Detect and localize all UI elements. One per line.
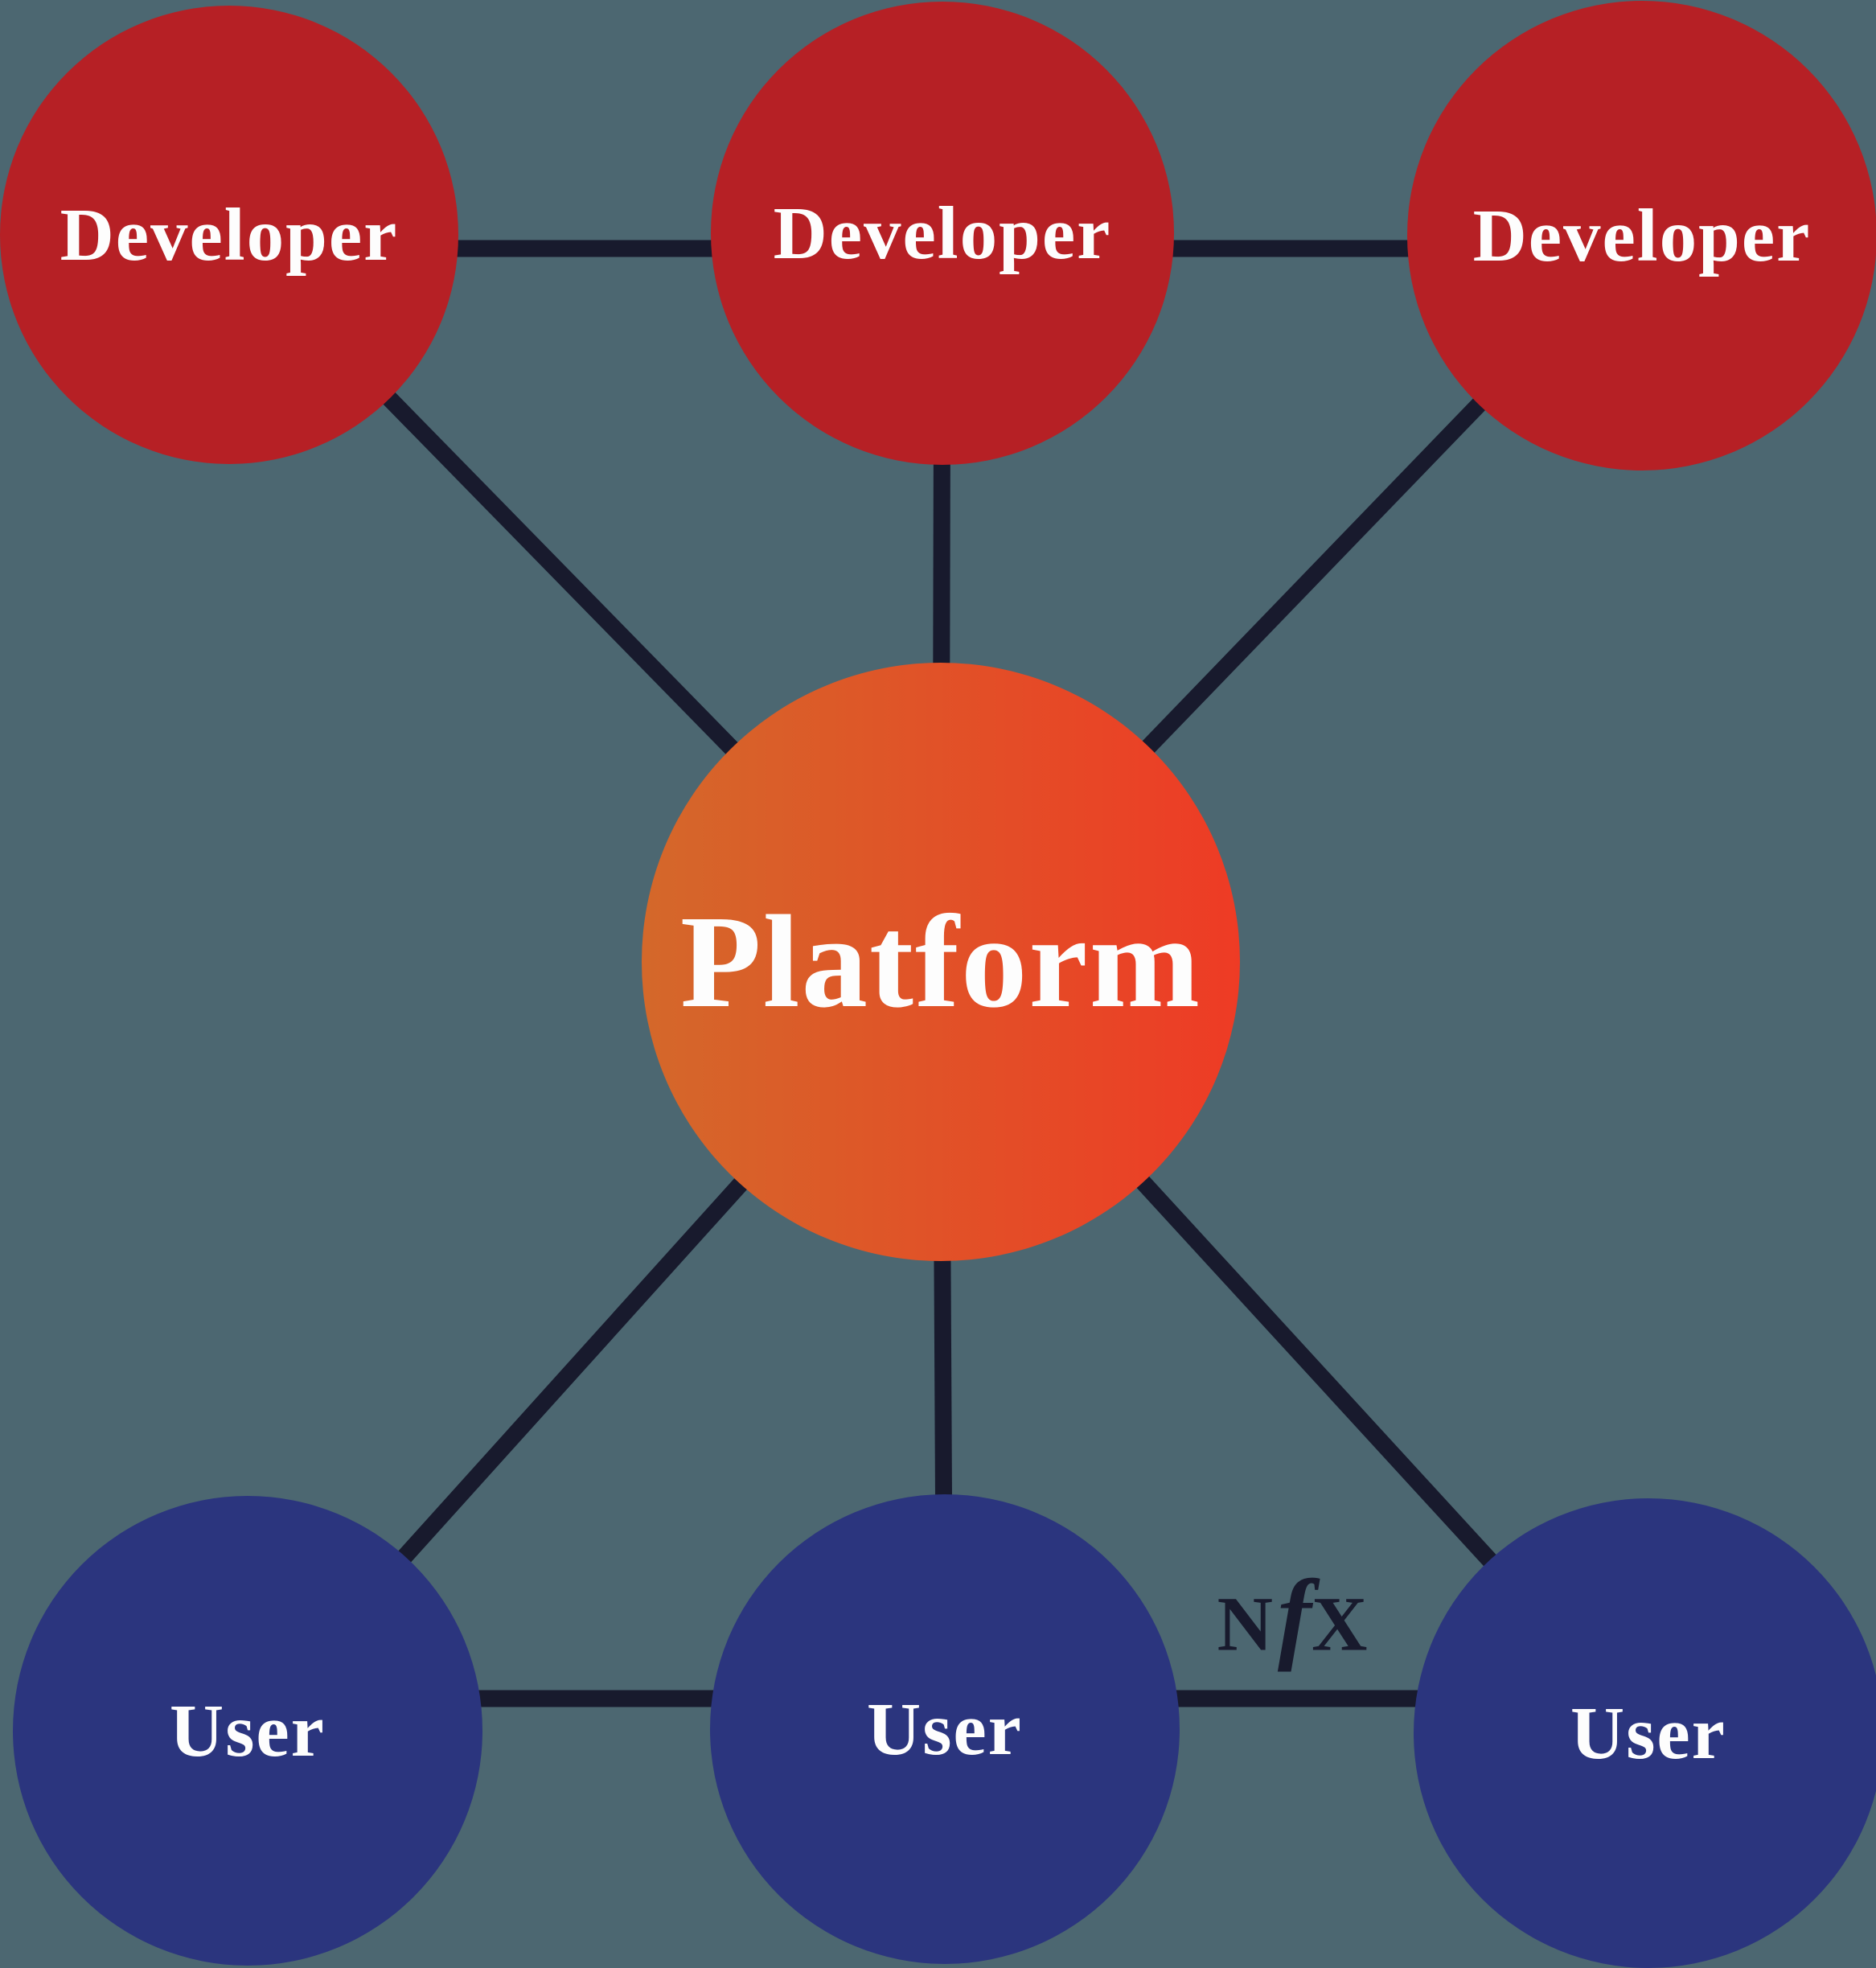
logo-letter-x: X: [1312, 1580, 1373, 1667]
logo-letter-f: f: [1277, 1559, 1312, 1673]
node-developer-1: Developer: [0, 6, 458, 464]
node-label-user-2: User: [867, 1687, 1023, 1771]
nfx-logo: NfX: [1217, 1565, 1373, 1668]
node-user-2: User: [710, 1494, 1180, 1964]
node-label-user-3: User: [1570, 1691, 1726, 1775]
node-label-user-1: User: [170, 1689, 326, 1773]
logo-letter-n: N: [1217, 1580, 1278, 1667]
node-user-1: User: [13, 1496, 482, 1966]
node-developer-3: Developer: [1407, 1, 1876, 470]
node-label-platform: Platform: [679, 888, 1202, 1035]
node-user-3: User: [1414, 1498, 1876, 1968]
node-label-developer-1: Developer: [60, 193, 399, 277]
node-label-developer-3: Developer: [1472, 194, 1812, 277]
node-label-developer-2: Developer: [773, 191, 1112, 275]
node-platform: Platform: [642, 663, 1240, 1261]
node-developer-2: Developer: [711, 2, 1174, 465]
